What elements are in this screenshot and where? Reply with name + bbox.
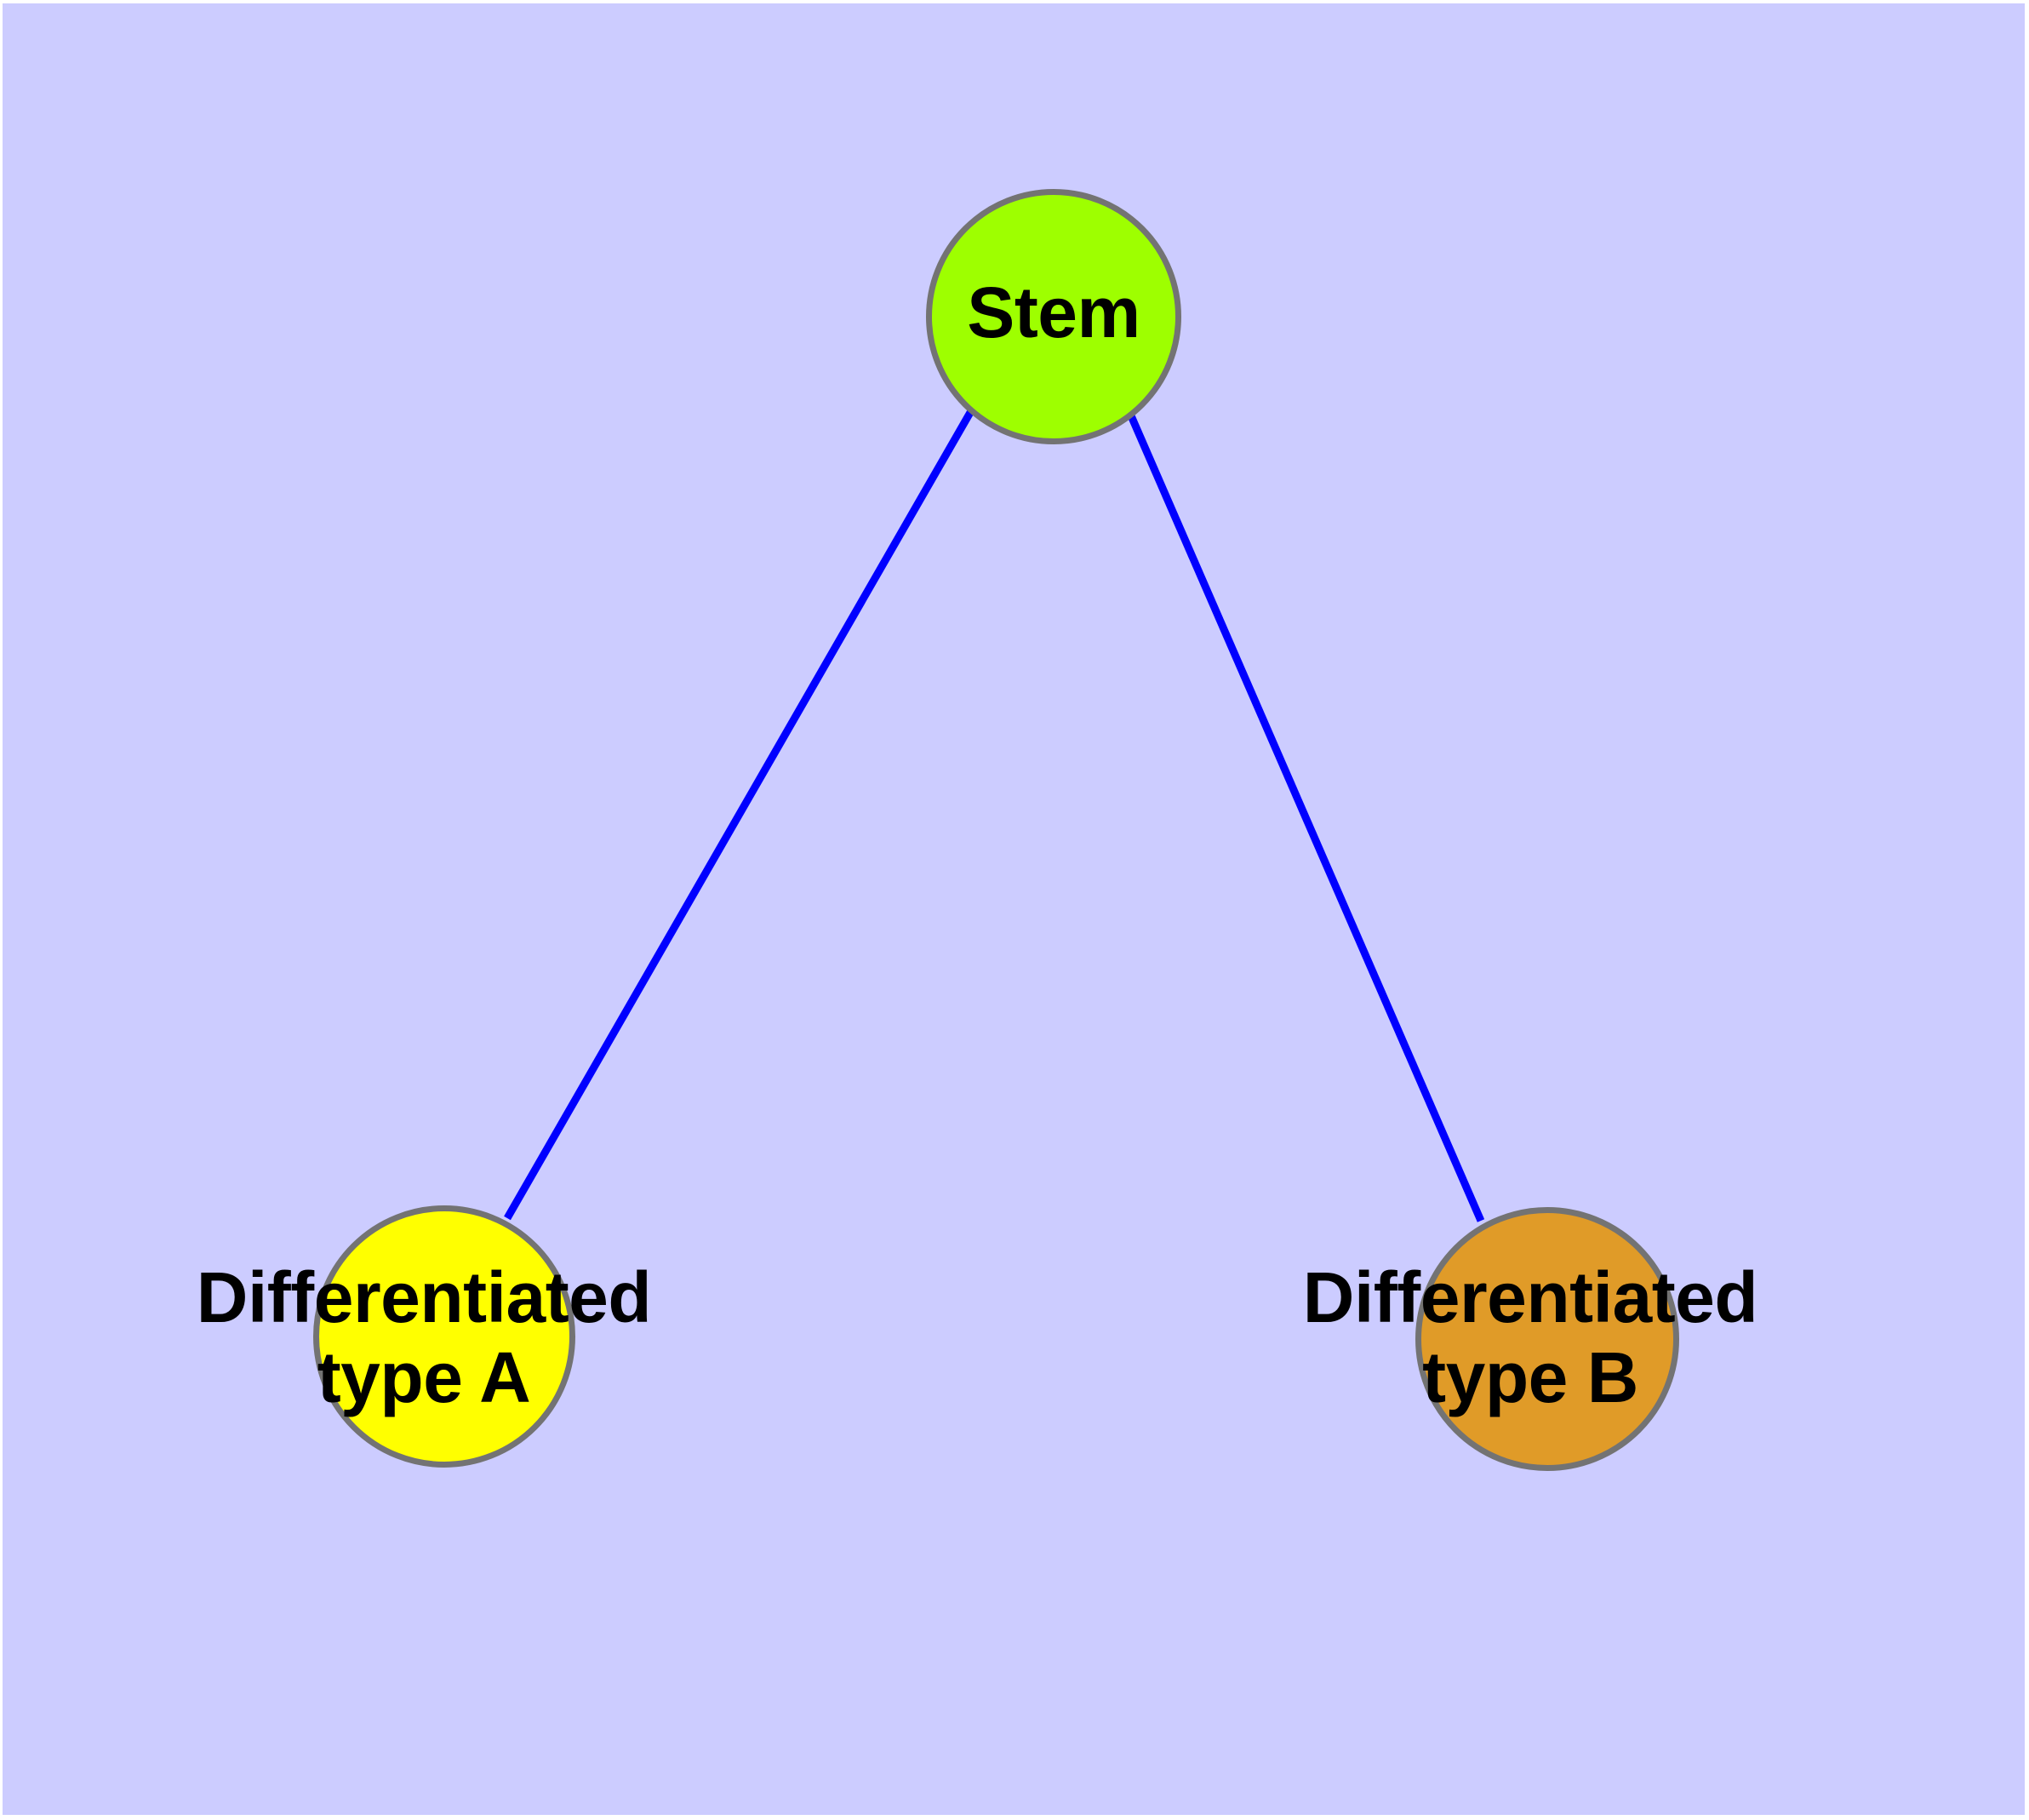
edge-stem-to-type-a xyxy=(504,379,992,1221)
node-differentiated-type-a[interactable] xyxy=(313,1205,575,1468)
edge-layer xyxy=(504,379,1485,1222)
edge-stem-to-type-b xyxy=(1112,379,1485,1222)
node-differentiated-type-b[interactable] xyxy=(1415,1207,1679,1471)
node-stem[interactable] xyxy=(926,189,1181,444)
